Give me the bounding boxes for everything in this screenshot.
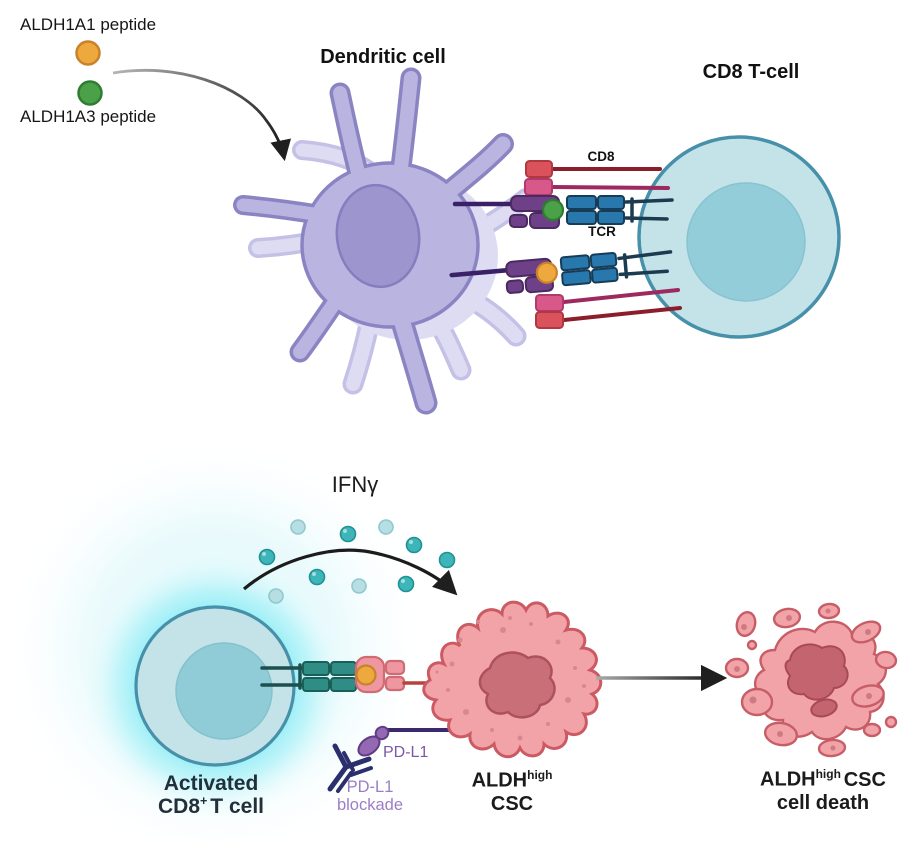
csc-death-sup: high [815, 767, 841, 781]
aldh-high-csc-cell [422, 600, 603, 759]
cd8-coreceptor-upper [524, 160, 670, 196]
aldh1a1-peptide-in-mhc [535, 261, 558, 284]
csc-granules [435, 616, 586, 741]
activated-tcell-label-sup: + [200, 794, 208, 809]
csc-label-line2: CSC [490, 793, 534, 816]
cd8-tcell-title: CD8 T-cell [702, 61, 800, 83]
aldh1a3-peptide-icon [77, 80, 103, 106]
activated-tcell-label: Activated CD8+T cell [106, 772, 316, 818]
cd8-tcell [637, 135, 841, 339]
aldh1a1-peptide-icon [75, 40, 101, 66]
activated-tcell-label-base: CD8 [157, 795, 200, 819]
activated-tcell-nucleus [175, 642, 273, 740]
csc-label-sup: high [527, 768, 553, 782]
dendritic-cell-title: Dendritic cell [320, 46, 446, 68]
ifng-secretion-arrow [242, 548, 458, 596]
tcr-mhc-engagement-bottom [260, 655, 454, 694]
pdl1-blockade-line2: blockade [336, 795, 404, 814]
mhc-tcr-complex-aldh1a3 [452, 195, 674, 229]
csc-death-base: ALDH [760, 768, 816, 791]
csc-death-rest: CSC [843, 768, 886, 791]
pdl1-blockade-antibody-icon [327, 743, 373, 793]
aldh-high-csc-label: ALDHhigh CSC [438, 768, 586, 817]
pdl1-molecule [357, 725, 455, 757]
death-nuclear-fragment [784, 643, 849, 701]
aldh-peptide-in-mhc-bottom [355, 664, 377, 686]
pdl1-label: PD-L1 [383, 744, 429, 761]
ifng-label: IFNγ [331, 472, 379, 497]
pdl1-blockade-label: PD-L1 blockade [303, 778, 437, 815]
dendritic-cell [233, 67, 536, 415]
peptide-loading-arrow [112, 68, 291, 162]
pdl1-blockade-line1: PD-L1 [346, 778, 394, 796]
activated-tcell-label-rest: T cell [210, 795, 264, 819]
activated-cd8-tcell [134, 605, 296, 767]
csc-cell-death-fragments [724, 602, 898, 758]
csc-death-line2: cell death [776, 791, 870, 814]
mhc-tcr-complex-aldh1a1 [449, 250, 673, 294]
cd8-receptor-label: CD8 [587, 149, 615, 164]
legend-aldh1a1-label: ALDH1A1 peptide [20, 15, 157, 34]
aldh1a3-peptide-in-mhc [541, 198, 565, 222]
tcr-receptor-label: TCR [588, 224, 616, 239]
activated-tcell-label-line1: Activated [163, 772, 259, 795]
csc-label-base: ALDH [471, 769, 528, 792]
ifng-cytokine-dots [258, 519, 456, 604]
csc-nucleus [478, 651, 556, 719]
cd8-tcell-nucleus [686, 182, 806, 302]
cd8-coreceptor-lower [535, 288, 682, 329]
dendritic-cell-nucleus [335, 183, 421, 289]
legend-aldh1a3-label: ALDH1A3 peptide [20, 107, 157, 126]
